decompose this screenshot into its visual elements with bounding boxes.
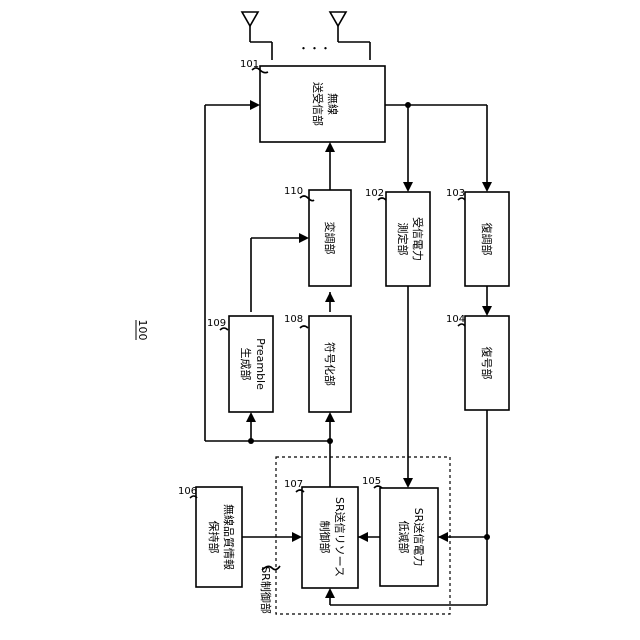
antenna-icon xyxy=(330,12,370,60)
antenna-icon xyxy=(242,12,272,60)
block-101: 無線 送受信部 101 xyxy=(240,59,385,142)
block-110-ref: 110 xyxy=(284,186,303,197)
block-101-line-1: 無線 xyxy=(326,93,340,115)
block-102-line-2: 測定部 xyxy=(396,223,410,256)
block-104-line-1: 復号部 xyxy=(480,347,494,380)
block-105-line-2: 低減部 xyxy=(397,521,411,554)
block-105: SR送信電力 低減部 105 xyxy=(362,476,438,586)
block-109-line-2: 生成部 xyxy=(239,348,253,381)
figure-number: 100 xyxy=(136,320,149,341)
block-107-line-1: SR送信リソース xyxy=(333,497,347,577)
block-110: 変調部 110 xyxy=(284,186,351,286)
sr-control-label: SR制御部 xyxy=(259,566,273,614)
block-101-line-2: 送受信部 xyxy=(311,82,325,126)
figure-number-text: 100 xyxy=(136,320,149,341)
block-108: 符号化部 108 xyxy=(284,314,351,412)
block-108-ref: 108 xyxy=(284,314,303,325)
block-106-line-1: 無線品質情報 xyxy=(222,504,236,570)
block-107-line-2: 制御部 xyxy=(318,521,332,554)
block-106: 無線品質情報 保持部 106 xyxy=(178,486,242,587)
arrowheads xyxy=(246,100,492,598)
block-102-line-1: 受信電力 xyxy=(411,217,424,261)
block-102: 受信電力 測定部 102 xyxy=(365,188,430,286)
block-106-line-2: 保持部 xyxy=(207,521,221,554)
block-104: 復号部 104 xyxy=(446,314,509,410)
block-109: Preamble 生成部 109 xyxy=(207,316,273,412)
antenna-ellipsis: ・・・ xyxy=(298,42,331,55)
block-103-line-1: 復調部 xyxy=(480,223,494,256)
block-107-ref: 107 xyxy=(284,479,303,490)
block-107: SR送信リソース 制御部 107 xyxy=(284,479,358,588)
block-108-line-1: 符号化部 xyxy=(323,342,337,386)
block-110-line-1: 変調部 xyxy=(323,222,337,255)
block-105-line-1: SR送信電力 xyxy=(412,508,426,567)
block-109-line-1: Preamble xyxy=(254,338,267,390)
block-103: 復調部 103 xyxy=(446,188,509,286)
